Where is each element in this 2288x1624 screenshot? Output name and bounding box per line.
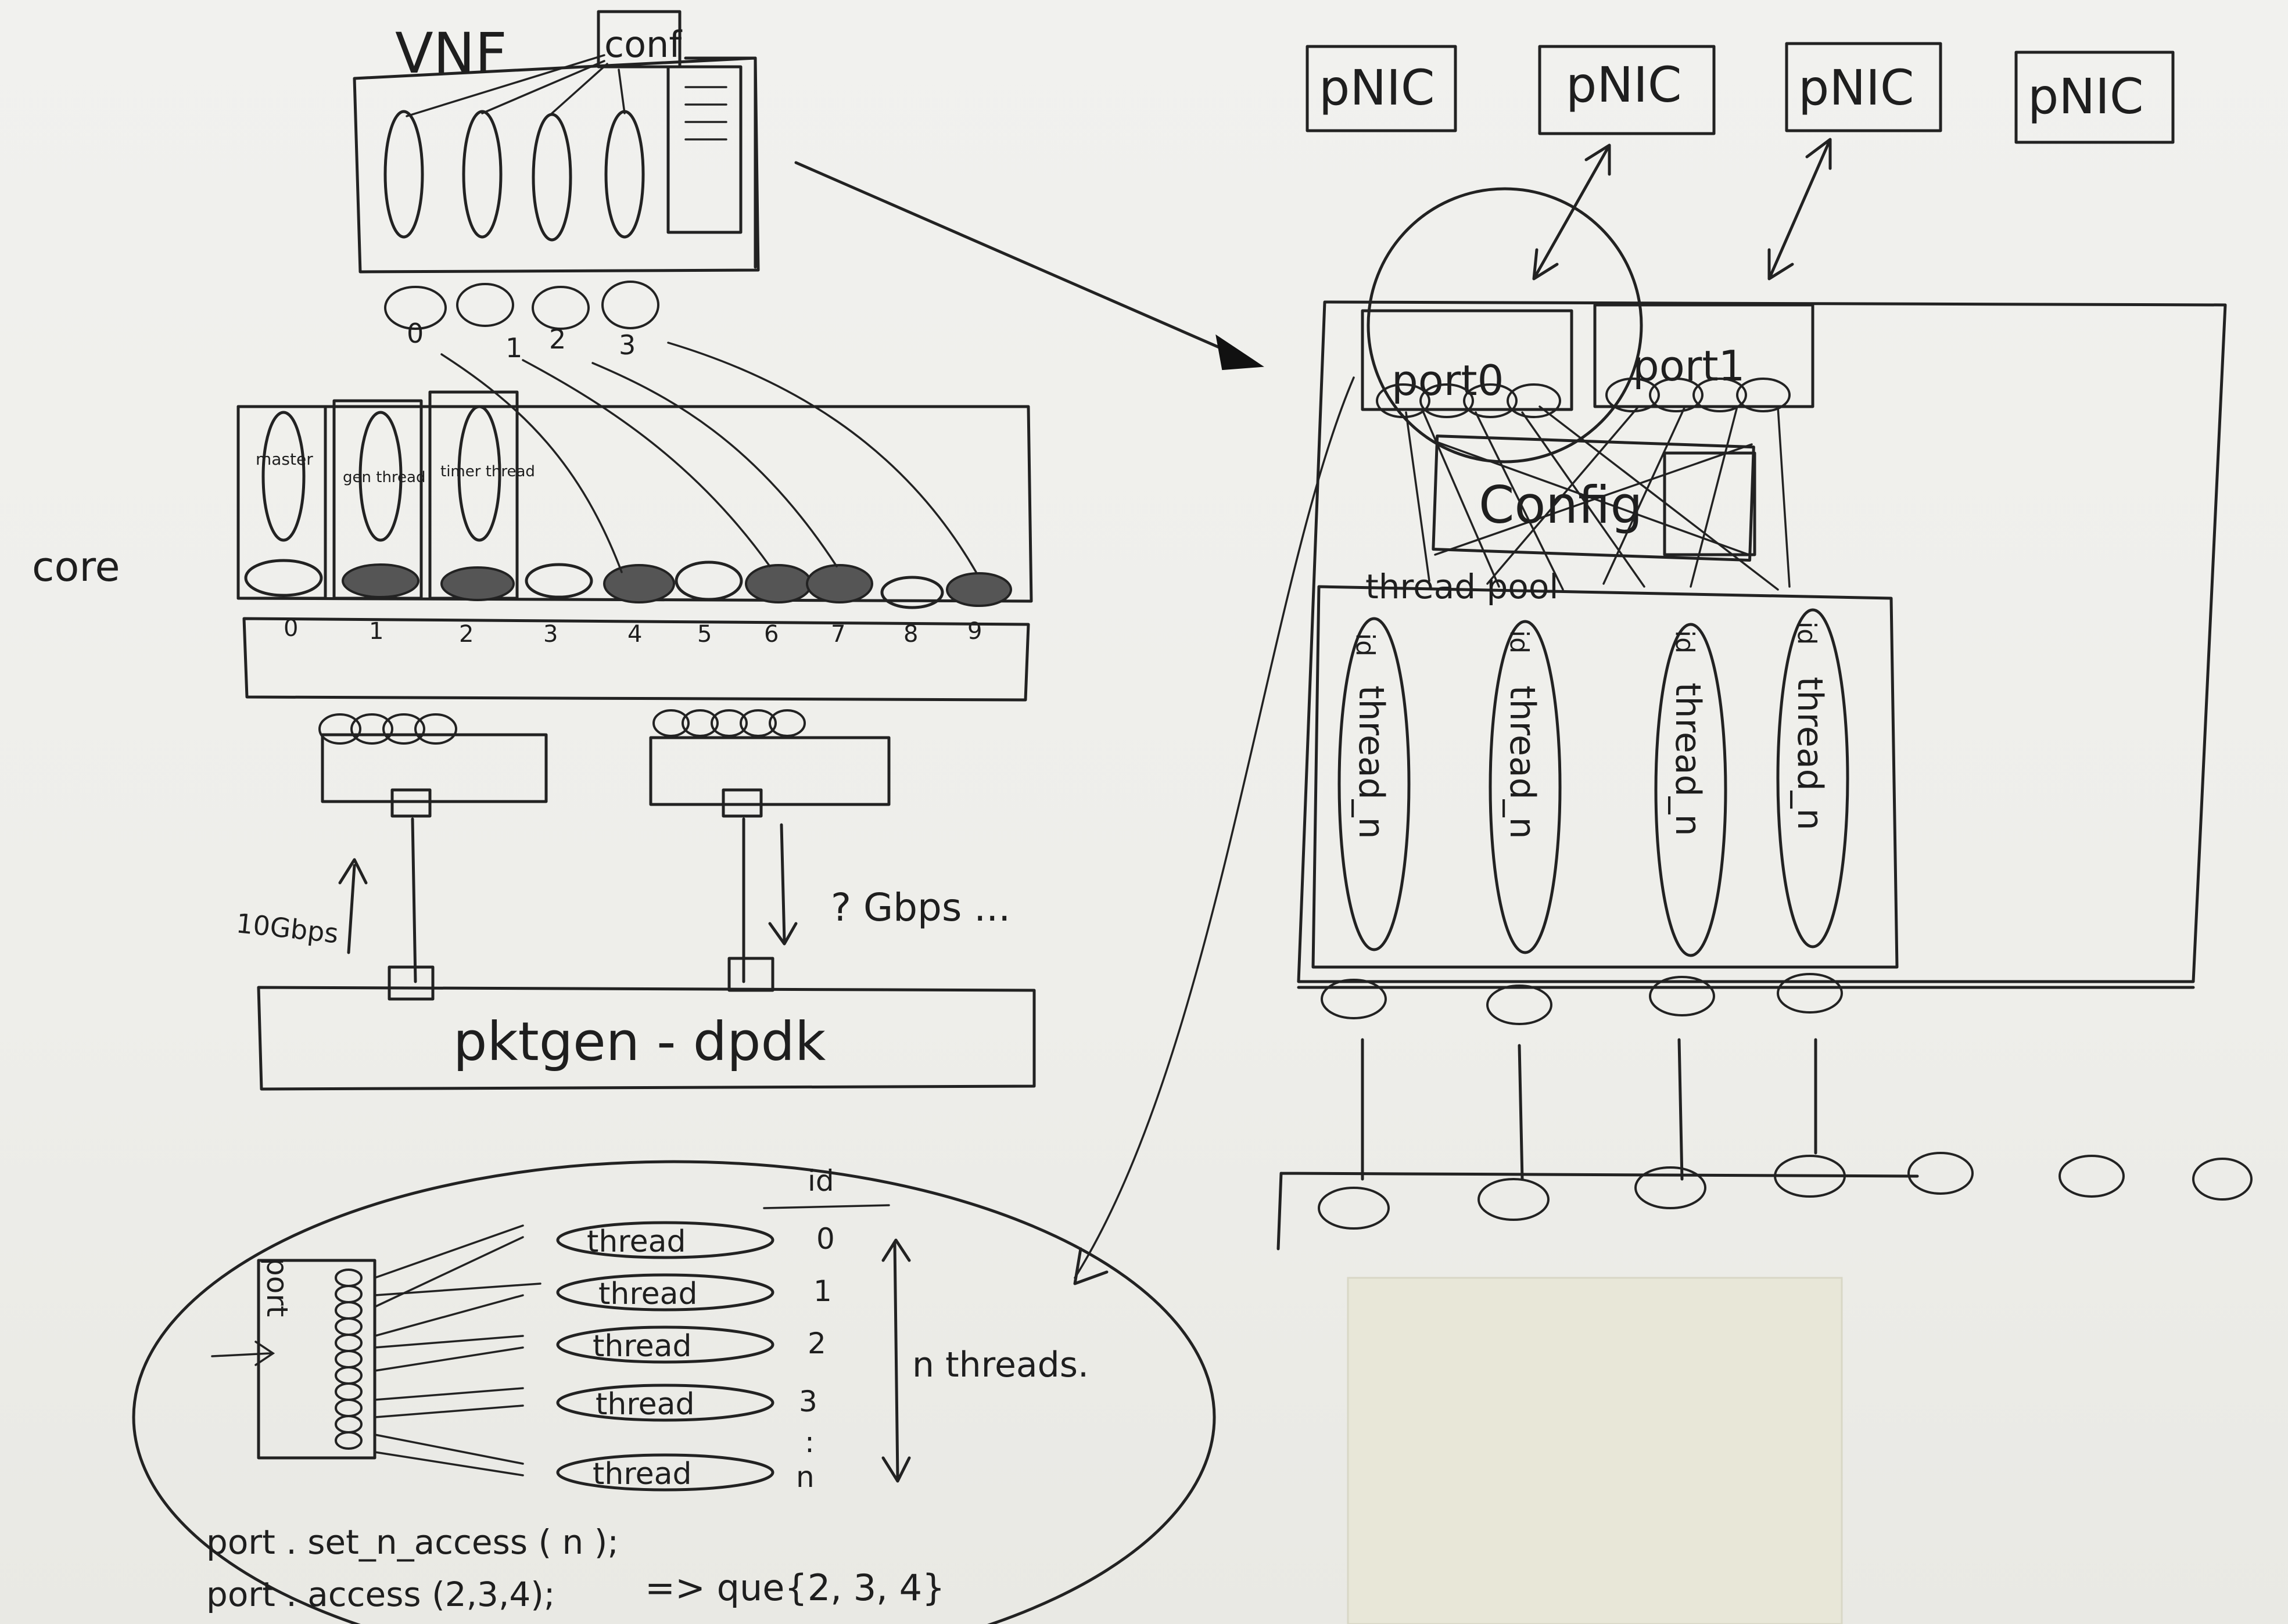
detail-thread-list: thread thread thread thread thread 0 1 2… <box>556 1221 835 1494</box>
post-it-note <box>1347 1277 1843 1624</box>
core-special-master: master <box>256 450 313 469</box>
pool-thread-id: id <box>1350 633 1380 656</box>
pnic-label: pNIC <box>2028 68 2144 125</box>
pool-thread-3 <box>1776 608 1849 948</box>
detail-thread-id: 3 <box>799 1385 817 1418</box>
vnf-queue-id-0: 0 <box>407 318 424 349</box>
vnf-block: VNF conf 0 1 2 3 <box>353 10 760 364</box>
detail-thread-id: 0 <box>816 1222 835 1256</box>
core-label: core <box>32 543 120 591</box>
core-9 <box>946 572 1012 607</box>
core-5 <box>675 561 743 601</box>
conf-doc-icon <box>666 65 743 234</box>
vnf-thread-0 <box>383 110 424 239</box>
pool-thread-label: thread_n <box>1351 685 1392 839</box>
vnf-queue-id-3: 3 <box>619 329 636 361</box>
detail-id-header: id <box>808 1164 834 1198</box>
right-nic-queues <box>652 709 806 737</box>
vnf-queue-id-1: 1 <box>505 332 522 364</box>
config-label: Config <box>1479 475 1643 535</box>
detail-thread-label: thread <box>593 1329 691 1364</box>
core-7 <box>806 564 873 603</box>
detail-thread-label: thread <box>598 1277 697 1312</box>
core-special-timer: timer thread <box>440 463 535 480</box>
core-6 <box>745 564 812 603</box>
pool-thread-id: id <box>1504 630 1534 653</box>
detail-thread-label: thread <box>593 1457 691 1492</box>
detail-ellipsis: : <box>805 1425 815 1459</box>
code-line-3: => que{2, 3, 4} <box>645 1566 945 1609</box>
port1-queues <box>1605 378 1791 412</box>
pnic-label: pNIC <box>1319 59 1435 116</box>
core-0 <box>244 559 323 597</box>
code-line-2: port . access (2,3,4); <box>206 1575 555 1614</box>
vnf-thread-3 <box>604 110 645 239</box>
port0-label: port0 <box>1392 356 1504 405</box>
pool-thread-label: thread_n <box>1502 685 1543 839</box>
port0-queues <box>1376 383 1561 418</box>
n-threads-label: n threads. <box>912 1345 1089 1385</box>
zoom-arrow <box>794 161 1257 365</box>
pktgen-block: 10Gbps ? Gbps ... pktgen - dpdk <box>235 709 1036 1091</box>
detail-thread-id: n <box>796 1460 815 1494</box>
core-1 <box>342 563 419 598</box>
vnf-title: VNF <box>395 21 507 86</box>
port1-label: port1 <box>1633 342 1745 390</box>
thread-pool-label: thread pool <box>1365 567 1558 606</box>
detail-thread-label: thread <box>587 1224 686 1259</box>
vnf-thread-1 <box>462 110 503 239</box>
core-id: 9 <box>967 618 982 645</box>
pool-thread-id: id <box>1670 630 1699 653</box>
pool-threads: id id id id thread_n thread_n thread_n t… <box>1337 608 1849 957</box>
pool-output-queues <box>1321 973 1843 1025</box>
pool-thread-label: thread_n <box>1667 682 1708 836</box>
detail-thread-label: thread <box>596 1387 694 1422</box>
core-id: 3 <box>543 621 558 648</box>
pool-thread-0 <box>1337 617 1411 951</box>
core-4 <box>603 564 675 603</box>
code-line-1: port . set_n_access ( n ); <box>206 1522 619 1562</box>
core-id: 7 <box>831 621 845 648</box>
core-id: 8 <box>903 621 918 648</box>
zoom-arrowhead <box>1215 334 1264 371</box>
left-nic-queues <box>318 713 457 745</box>
pool-thread-id: id <box>1792 621 1821 645</box>
pool-thread-2 <box>1654 623 1727 957</box>
pnic-label: pNIC <box>1798 59 1914 116</box>
core-id: 5 <box>697 621 712 648</box>
core-2 <box>440 566 515 601</box>
vnf-queues: 0 1 2 3 <box>384 281 659 364</box>
detail-port-queues <box>335 1269 363 1450</box>
vnf-conf-label: conf <box>604 23 683 66</box>
detail-port-label: port <box>260 1257 294 1317</box>
core-id: 4 <box>627 621 642 648</box>
core-special-gen: gen thread <box>343 469 425 486</box>
core-id: 1 <box>369 618 383 645</box>
pktgen-label: pktgen - dpdk <box>453 1011 826 1073</box>
detail-thread-id: 1 <box>813 1274 832 1308</box>
core-block: core master gen thread timer thread 0 1 … <box>32 342 1033 702</box>
right-rate-label: ? Gbps ... <box>831 885 1010 930</box>
vnf-thread-2 <box>532 113 572 242</box>
core-3 <box>525 563 593 599</box>
left-rate-label: 10Gbps <box>235 907 340 949</box>
port-access-detail: port id thread thread thread thread <box>132 1160 1216 1624</box>
detail-thread-id: 2 <box>808 1327 826 1360</box>
pnic-row: pNIC pNIC pNIC pNIC <box>1306 42 2175 281</box>
core-id: 2 <box>459 621 474 648</box>
pool-thread-label: thread_n <box>1789 677 1830 831</box>
core-8 <box>880 576 944 609</box>
pool-thread-1 <box>1489 620 1562 954</box>
vnf-detail-block: port0 port1 Config thread pool id <box>1073 187 2253 1285</box>
pnic-label: pNIC <box>1566 56 1682 113</box>
physical-port-row <box>1276 1152 2253 1251</box>
vnf-queue-id-2: 2 <box>549 324 566 355</box>
core-id: 6 <box>764 621 779 648</box>
